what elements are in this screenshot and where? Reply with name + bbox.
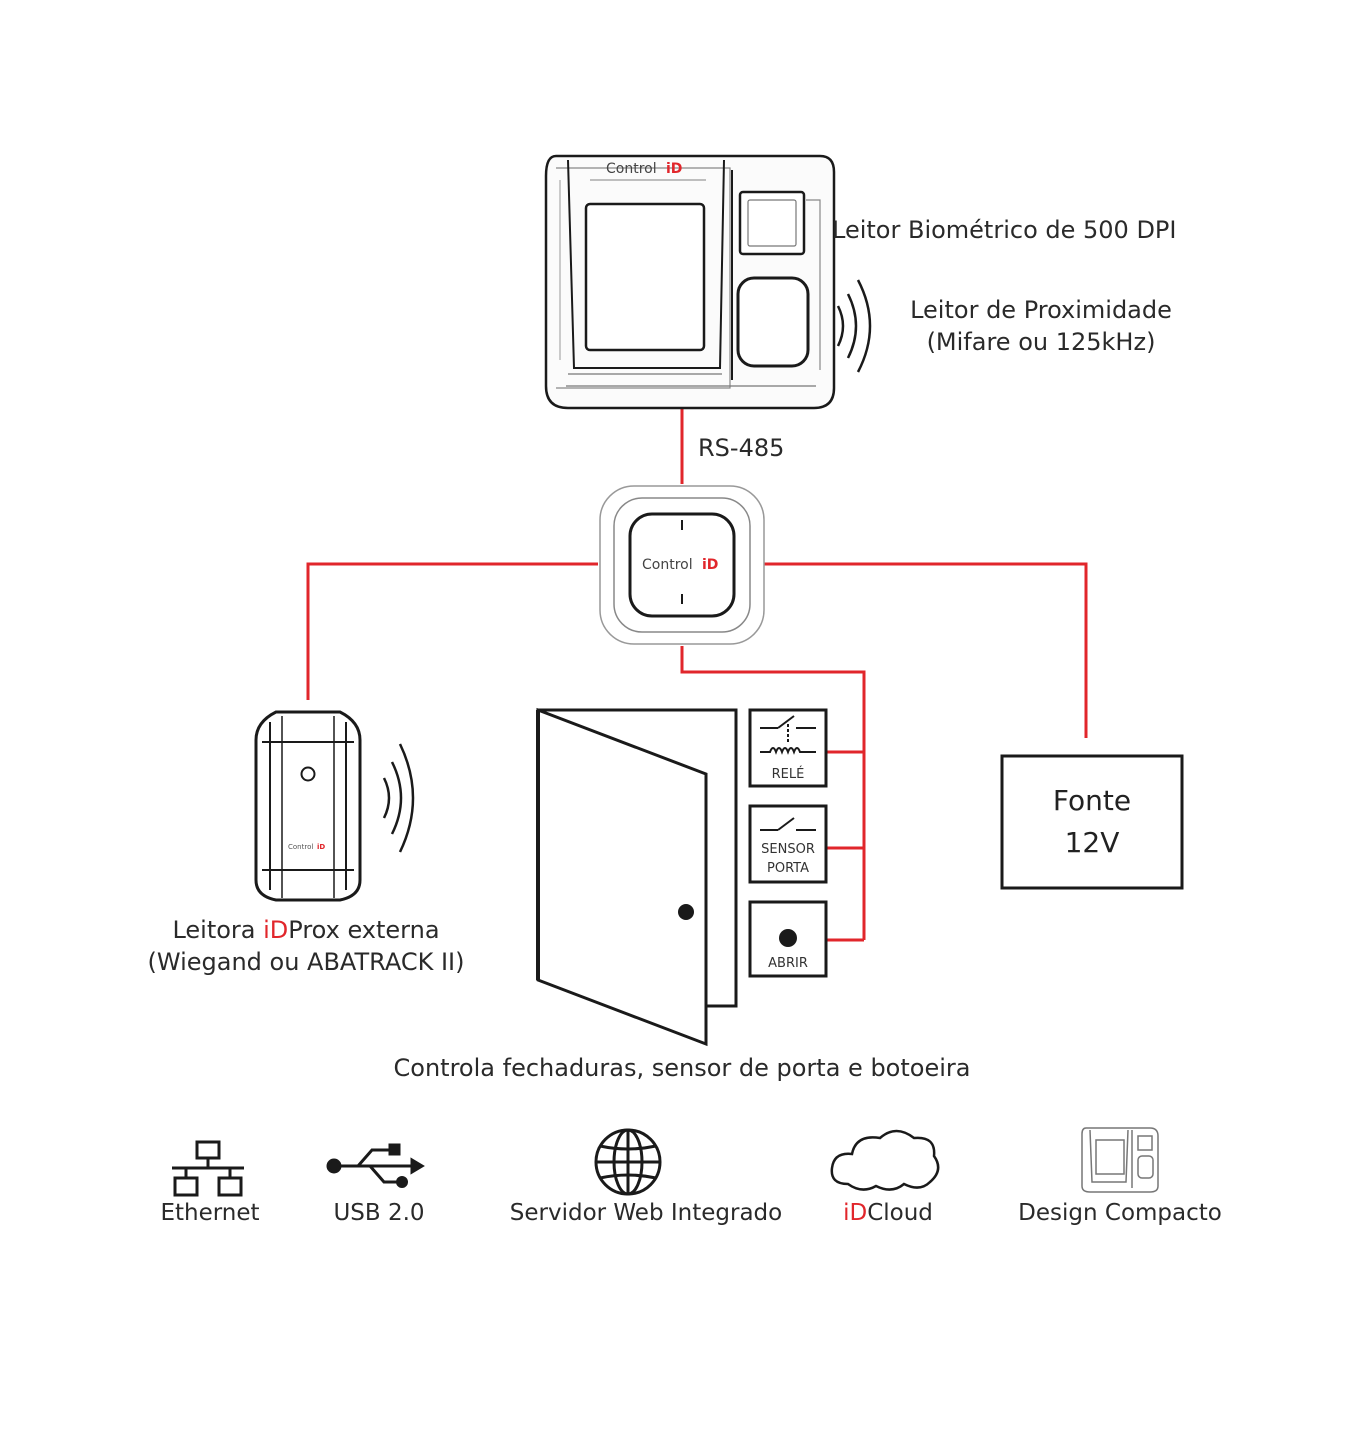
- open-button-box: ABRIR: [748, 900, 828, 978]
- line-to-external-reader: [306, 562, 598, 700]
- relay-box: RELÉ: [748, 708, 828, 788]
- door-leaf: [536, 707, 708, 1047]
- reader-label-post: Prox externa: [288, 916, 440, 944]
- device-brand-prefix: Control: [606, 161, 657, 177]
- cloud-label-red: iD: [843, 1200, 868, 1226]
- reader-label-pre: Leitora: [172, 916, 264, 944]
- device-brand-suffix: iD: [666, 161, 682, 177]
- relay-switch-icon: [760, 715, 816, 755]
- sensor-switch-icon: [760, 817, 816, 831]
- power-supply-box: [1000, 754, 1184, 890]
- power-label-line1: Fonte: [1053, 784, 1131, 817]
- line-to-power: [764, 562, 1088, 738]
- controller-module: [599, 485, 765, 645]
- sensor-label-line1: SENSOR: [761, 842, 815, 857]
- device-proximity-waves-icon: [836, 279, 872, 373]
- rs485-label: RS-485: [698, 434, 785, 462]
- ethernet-icon: [172, 1140, 244, 1197]
- reader-proximity-waves-icon: [382, 743, 415, 853]
- external-reader-device: [254, 710, 362, 902]
- feature-compact-label: Design Compacto: [1018, 1200, 1222, 1226]
- relay-label: RELÉ: [772, 766, 805, 782]
- reader-brand-prefix: Control: [288, 843, 313, 851]
- compact-device-icon: [1081, 1127, 1159, 1193]
- feature-usb-label: USB 2.0: [333, 1200, 425, 1226]
- usb-icon: [326, 1143, 425, 1188]
- proximity-reader-label-line2: (Mifare ou 125kHz): [926, 328, 1156, 356]
- door-sensor-box: SENSOR PORTA: [748, 804, 828, 884]
- connection-lines: [306, 408, 1088, 942]
- reader-brand-suffix: iD: [317, 843, 325, 851]
- external-reader-label-line1: Leitora iDProx externa: [96, 916, 516, 944]
- biometric-terminal: [544, 154, 836, 410]
- push-button-icon: [779, 929, 797, 947]
- sensor-label-line2: PORTA: [767, 861, 809, 876]
- feature-web-label: Servidor Web Integrado: [509, 1200, 783, 1226]
- controller-brand-prefix: Control: [642, 557, 693, 573]
- cloud-icon: [830, 1129, 940, 1191]
- line-to-door-bus: [680, 646, 866, 940]
- feature-ethernet-label: Ethernet: [160, 1200, 260, 1226]
- door-knob-icon: [678, 904, 694, 920]
- door-drawing: [536, 707, 738, 1047]
- door-frame: [538, 708, 738, 1008]
- door-caption: Controla fechaduras, sensor de porta e b…: [393, 1054, 971, 1082]
- biometric-reader-label: Leitor Biométrico de 500 DPI: [832, 216, 1177, 244]
- proximity-reader-label-line1: Leitor de Proximidade: [910, 296, 1172, 324]
- cloud-label-rest: Cloud: [867, 1200, 933, 1226]
- power-label-line2: 12V: [1065, 826, 1120, 859]
- globe-icon: [594, 1128, 662, 1196]
- controller-brand-suffix: iD: [702, 557, 718, 573]
- external-reader-label-line2: (Wiegand ou ABATRACK II): [147, 948, 465, 976]
- open-label: ABRIR: [768, 956, 808, 971]
- reader-label-red: iD: [263, 916, 289, 944]
- feature-cloud-label: iDCloud: [810, 1200, 966, 1226]
